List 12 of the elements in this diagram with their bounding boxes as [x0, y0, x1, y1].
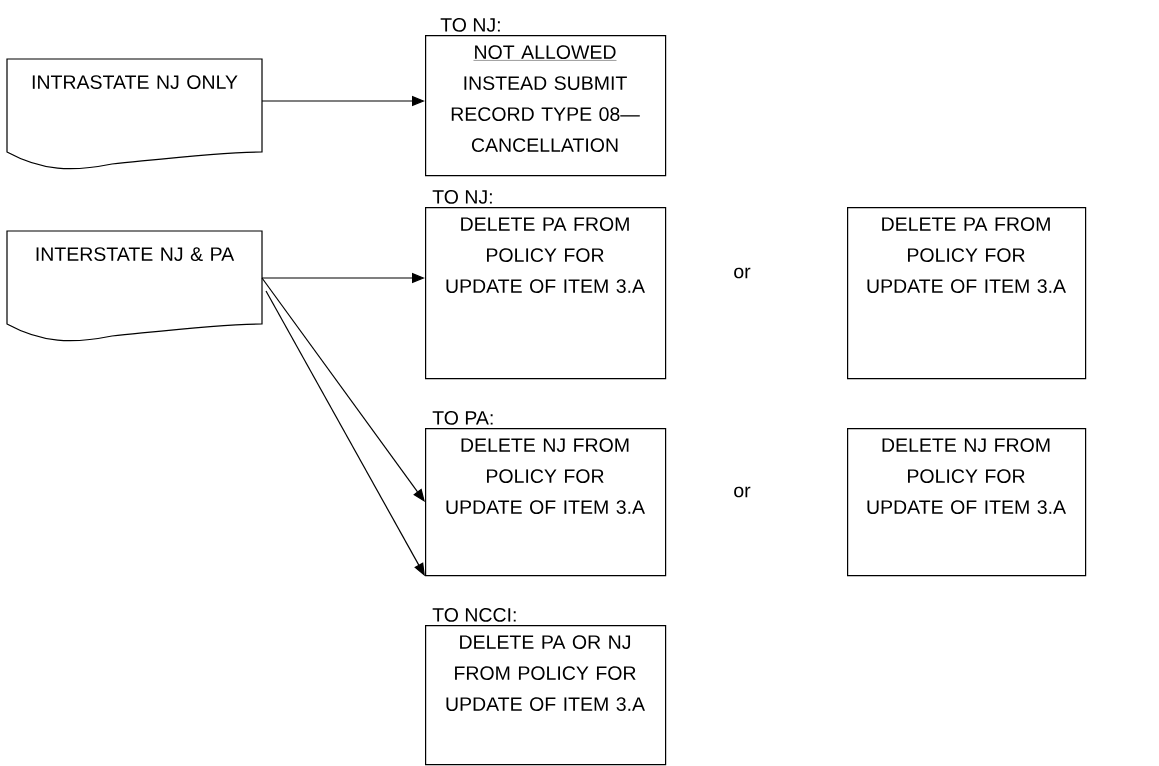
process-box: DELETE NJ FROM POLICY FOR UPDATE OF ITEM 3.A: [847, 428, 1087, 577]
heading-label: TO NJ:: [432, 190, 492, 204]
connector-word: or: [734, 267, 751, 279]
process-box: DELETE PA OR NJ FROM POLICY FOR UPDATE OF ITEM 3.A: [425, 625, 667, 766]
heading-label: TO NJ:: [440, 18, 500, 32]
process-box: DELETE PA FROM POLICY FOR UPDATE OF ITEM 3.A: [847, 207, 1087, 380]
connector-word: or: [734, 486, 751, 498]
process-box: DELETE NJ FROM POLICY FOR UPDATE OF ITEM 3.A: [425, 428, 667, 577]
heading-label: TO NCCI:: [432, 608, 516, 622]
process-box: NOT ALLOWED INSTEAD SUBMIT RECORD TYPE 08—CANCELLATION: [425, 35, 667, 177]
process-box: DELETE PA FROM POLICY FOR UPDATE OF ITEM 3.A: [425, 207, 667, 380]
heading-label: TO PA:: [432, 411, 493, 425]
